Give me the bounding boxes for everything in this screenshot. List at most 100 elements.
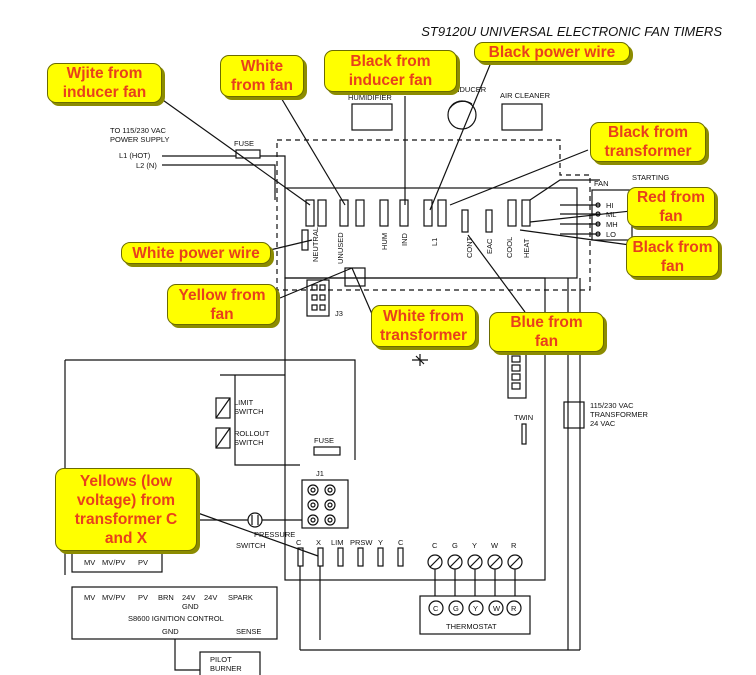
terminal-heat — [521, 199, 531, 227]
transformer — [563, 401, 585, 429]
supply-label-2: POWER SUPPLY — [110, 135, 169, 144]
t-w-label: W — [491, 541, 499, 550]
terminal-l1b — [437, 199, 447, 227]
ig-brn: BRN — [158, 593, 174, 602]
transformer-label-3: 24 VAC — [590, 419, 616, 428]
top-mvpv: MV/PV — [102, 558, 125, 567]
twin-terminal — [521, 423, 527, 445]
terminal-unused-1 — [339, 199, 349, 227]
terminal-neutral-2 — [317, 199, 327, 227]
t-r-label: R — [511, 541, 517, 550]
j3-connector — [306, 279, 330, 317]
terminal-hum — [379, 199, 389, 227]
ig-mvpv: MV/PV — [102, 593, 125, 602]
term-c-label: C — [296, 538, 302, 547]
callout-black-fan: Black from fan — [626, 236, 719, 277]
t-c-label: C — [432, 541, 438, 550]
hum-label: HUM — [380, 233, 389, 250]
thermostat-label: THERMOSTAT — [446, 622, 497, 631]
ml-label: ML — [606, 210, 616, 219]
air-cleaner-box — [501, 103, 543, 131]
dip-switch — [507, 351, 527, 399]
callout-blue-fan: Blue from fan — [489, 312, 604, 352]
callout-wjite-inducer: Wjite from inducer fan — [47, 63, 162, 103]
pilot-label-2: BURNER — [210, 664, 242, 673]
terminal-neutral-1 — [305, 199, 315, 227]
terminal-l1a — [423, 199, 433, 227]
pilot-burner-box — [199, 651, 261, 675]
inducer-label: INDUCER — [452, 85, 487, 94]
lo-label: LO — [606, 230, 616, 239]
fuse-top — [235, 149, 261, 159]
thermo-g: G — [453, 604, 459, 613]
pressure-label-2: SWITCH — [236, 541, 266, 550]
fan-label: FAN — [594, 179, 609, 188]
supply-label-1: TO 115/230 VAC — [110, 126, 166, 135]
callout-white-transformer: White from transformer — [371, 305, 476, 347]
l2-n-label: L2 (N) — [136, 161, 157, 170]
unused-label: UNUSED — [336, 232, 345, 264]
callout-black-power: Black power wire — [474, 42, 630, 62]
thermo-y: Y — [473, 604, 478, 613]
starting-label: STARTING — [632, 173, 669, 182]
hi-label: HI — [606, 201, 614, 210]
callout-yellow-fan: Yellow from fan — [167, 284, 277, 325]
ig-24v-a: 24V — [182, 593, 195, 602]
rollout-label-1: ROLLOUT — [234, 429, 270, 438]
ig-sense: SENSE — [236, 627, 261, 636]
ig-pv: PV — [138, 593, 148, 602]
terminal-ind — [399, 199, 409, 227]
callout-white-power: White power wire — [121, 242, 271, 264]
unused-block — [344, 267, 366, 287]
board-lower — [284, 277, 546, 581]
callout-yellows-low-voltage: Yellows (low voltage) from transformer C… — [55, 468, 197, 551]
ig-mv: MV — [84, 593, 95, 602]
limit-label-2: SWITCH — [234, 407, 264, 416]
cont-label: CONT — [465, 236, 474, 258]
l1-hot-label: L1 (HOT) — [119, 151, 151, 160]
terminal-cool — [507, 199, 517, 227]
ig-gnd: GND — [182, 602, 199, 611]
terminal-cont — [461, 209, 469, 233]
fuse-lower-label: FUSE — [314, 436, 334, 445]
ig-spark: SPARK — [228, 593, 253, 602]
cool-label: COOL — [505, 237, 514, 258]
thermo-w: W — [493, 604, 501, 613]
ig-gnd2: GND — [162, 627, 179, 636]
term-c2-label: C — [398, 538, 404, 547]
top-mv: MV — [84, 558, 95, 567]
transformer-label-2: TRANSFORMER — [590, 410, 649, 419]
neutral-label: NEUTRAL — [311, 227, 320, 262]
humidifier-box — [351, 103, 393, 131]
callout-black-transformer: Black from transformer — [590, 122, 706, 162]
board-upper — [284, 187, 578, 279]
heat-label: HEAT — [522, 238, 531, 258]
mh-label: MH — [606, 220, 618, 229]
j3-label: J3 — [335, 309, 343, 318]
limit-switch — [215, 397, 231, 419]
terminal-unused-2 — [355, 199, 365, 227]
limit-label-1: LIMIT — [234, 398, 254, 407]
t-g-label: G — [452, 541, 458, 550]
transformer-label-1: 115/230 VAC — [590, 401, 634, 410]
j1-label: J1 — [316, 469, 324, 478]
term-prsw-label: PRSW — [350, 538, 373, 547]
thermo-c: C — [433, 604, 439, 613]
term-x-label: X — [316, 538, 321, 547]
pilot-label-1: PILOT — [210, 655, 232, 664]
ind-label: IND — [400, 233, 409, 247]
air-cleaner-label: AIR CLEANER — [500, 91, 551, 100]
dashed-enclosure — [276, 139, 591, 291]
callout-white-fan: White from fan — [220, 55, 304, 97]
humidifier-label: HUMIDIFIER — [348, 93, 392, 102]
twin-label: TWIN — [514, 413, 533, 422]
term-lim-label: LIM — [331, 538, 344, 547]
pressure-label-1: PRESSURE — [254, 530, 295, 539]
ig-24v-b: 24V — [204, 593, 217, 602]
ignition-label: S8600 IGNITION CONTROL — [128, 614, 224, 623]
fuse-top-label: FUSE — [234, 139, 254, 148]
fuse-lower — [313, 446, 341, 456]
pressure-switch — [247, 512, 263, 528]
terminal-eac — [485, 209, 493, 233]
term-y-label: Y — [378, 538, 383, 547]
